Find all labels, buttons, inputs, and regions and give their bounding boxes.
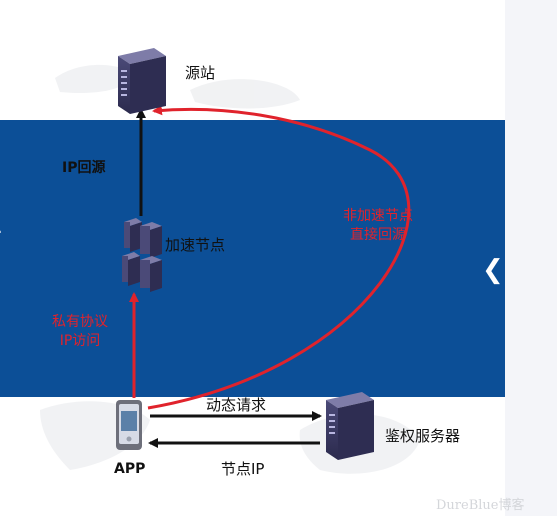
app-label: APP	[114, 461, 146, 477]
private-protocol-label: 私有协议 IP访问	[35, 313, 125, 351]
direct-backsource-curve	[147, 105, 411, 410]
blue-background-band	[0, 120, 505, 397]
accel-node-label: 加速节点	[165, 236, 226, 254]
private-protocol-line2: IP访问	[59, 333, 101, 349]
direct-backsource-line1: 非加速节点	[343, 208, 413, 224]
private-protocol-line1: 私有协议	[52, 314, 108, 330]
direct-backsource-label: 非加速节点 直接回源	[313, 207, 443, 245]
side-panel-strip	[505, 0, 557, 516]
node-ip-label: 节点IP	[221, 460, 265, 478]
dynamic-request-label: 动态请求	[206, 396, 267, 414]
auth-server-icon	[326, 392, 374, 460]
origin-server-label: 源站	[185, 64, 216, 82]
direct-backsource-line2: 直接回源	[350, 227, 406, 243]
ip-backsource-label: IP回源	[62, 160, 106, 176]
mobile-phone-icon	[116, 400, 142, 450]
auth-server-label: 鉴权服务器	[385, 427, 461, 445]
left-edge-mark: ·	[0, 222, 3, 243]
watermark-text: DureBlue博客	[436, 498, 525, 513]
collapse-chevron-icon[interactable]: ❮	[482, 255, 504, 285]
accel-node-servers-icon	[122, 218, 162, 292]
origin-server-icon	[118, 48, 166, 114]
